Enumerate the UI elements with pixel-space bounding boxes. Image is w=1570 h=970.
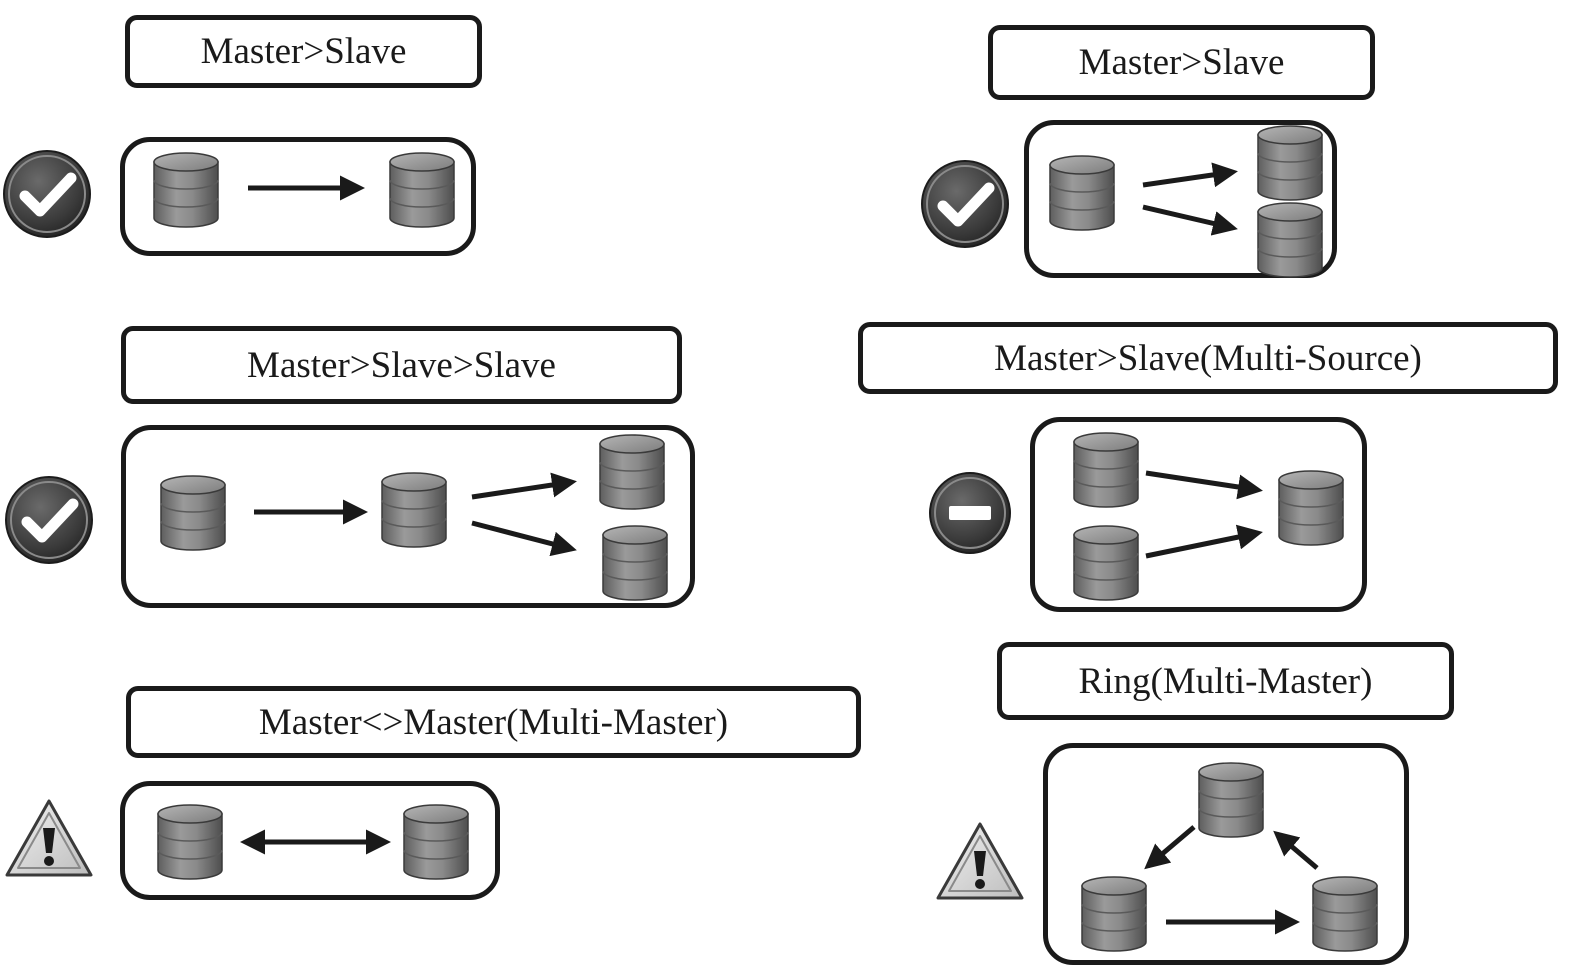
config-title-master-slave-fanout: Master>Slave xyxy=(988,25,1375,100)
config-panel-ring xyxy=(1043,743,1409,965)
config-panel-master-slave-single xyxy=(120,137,476,256)
config-title-multi-source: Master>Slave(Multi-Source) xyxy=(858,322,1558,394)
config-panel-master-slave-slave xyxy=(121,425,695,608)
config-title-ring: Ring(Multi-Master) xyxy=(997,642,1454,720)
minus-icon xyxy=(929,472,1011,554)
checkmark-icon xyxy=(4,151,90,237)
config-panel-multi-source xyxy=(1030,417,1367,612)
warning-icon xyxy=(936,822,1024,900)
checkmark-icon xyxy=(6,477,92,563)
config-title-master-slave-slave: Master>Slave>Slave xyxy=(121,326,682,404)
config-panel-multi-master xyxy=(120,781,500,900)
warning-icon xyxy=(5,799,93,877)
config-title-multi-master: Master<>Master(Multi-Master) xyxy=(126,686,861,758)
checkmark-icon xyxy=(922,161,1008,247)
config-panel-master-slave-fanout xyxy=(1024,120,1337,278)
config-title-master-slave-single: Master>Slave xyxy=(125,15,482,88)
